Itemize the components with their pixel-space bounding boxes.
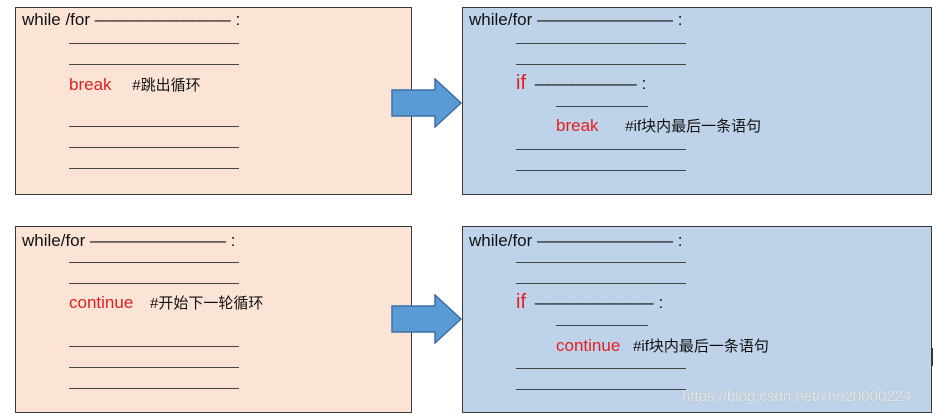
text-caret bbox=[932, 348, 933, 366]
break-original-panel bbox=[15, 7, 412, 195]
break-keyword: break bbox=[556, 116, 599, 135]
code-line bbox=[516, 283, 686, 284]
code-line bbox=[69, 64, 239, 65]
break-keyword: break bbox=[69, 75, 112, 94]
if-statement: if —————— : bbox=[516, 73, 646, 94]
code-line bbox=[516, 262, 686, 263]
continue-statement: continue #if块内最后一条语句 bbox=[556, 336, 769, 357]
code-line bbox=[69, 262, 239, 263]
if-body-line bbox=[556, 106, 648, 107]
watermark-url: https://blog.csdn.net/xbn20000224 bbox=[682, 388, 912, 405]
code-line bbox=[69, 283, 239, 284]
code-line bbox=[516, 368, 686, 369]
break-comment: #if块内最后一条语句 bbox=[625, 118, 762, 135]
code-line bbox=[516, 149, 686, 150]
if-body-line bbox=[556, 325, 648, 326]
code-line bbox=[69, 346, 239, 347]
continue-comment: #开始下一轮循环 bbox=[150, 295, 264, 312]
break-improved-panel bbox=[462, 7, 932, 195]
right-arrow-icon bbox=[391, 78, 463, 128]
right-arrow-icon bbox=[391, 294, 463, 344]
loop-header: while/for ———————— : bbox=[469, 231, 683, 250]
if-condition: —————— : bbox=[534, 74, 647, 93]
if-keyword: if bbox=[516, 72, 526, 94]
if-condition: ——————— : bbox=[534, 293, 664, 312]
continue-statement: continue #开始下一轮循环 bbox=[69, 293, 263, 314]
loop-header: while /for ———————— : bbox=[22, 10, 241, 29]
continue-keyword: continue bbox=[556, 336, 621, 355]
if-keyword: if bbox=[516, 291, 526, 313]
code-line bbox=[69, 147, 239, 148]
continue-improved-panel bbox=[462, 226, 932, 413]
code-line bbox=[69, 168, 239, 169]
break-statement: break #if块内最后一条语句 bbox=[556, 116, 761, 137]
continue-original-panel bbox=[15, 226, 412, 413]
code-line bbox=[516, 43, 686, 44]
code-line bbox=[69, 367, 239, 368]
code-line bbox=[69, 43, 239, 44]
code-line bbox=[69, 126, 239, 127]
loop-header: while/for ———————— : bbox=[22, 231, 236, 250]
break-statement: break #跳出循环 bbox=[69, 75, 201, 96]
code-line bbox=[516, 170, 686, 171]
continue-comment: #if块内最后一条语句 bbox=[633, 338, 769, 355]
code-line bbox=[516, 64, 686, 65]
loop-header: while/for ———————— : bbox=[469, 10, 683, 29]
continue-keyword: continue bbox=[69, 293, 134, 312]
break-comment: #跳出循环 bbox=[132, 77, 201, 94]
code-line bbox=[516, 389, 686, 390]
if-statement: if ——————— : bbox=[516, 292, 663, 313]
code-line bbox=[69, 388, 239, 389]
